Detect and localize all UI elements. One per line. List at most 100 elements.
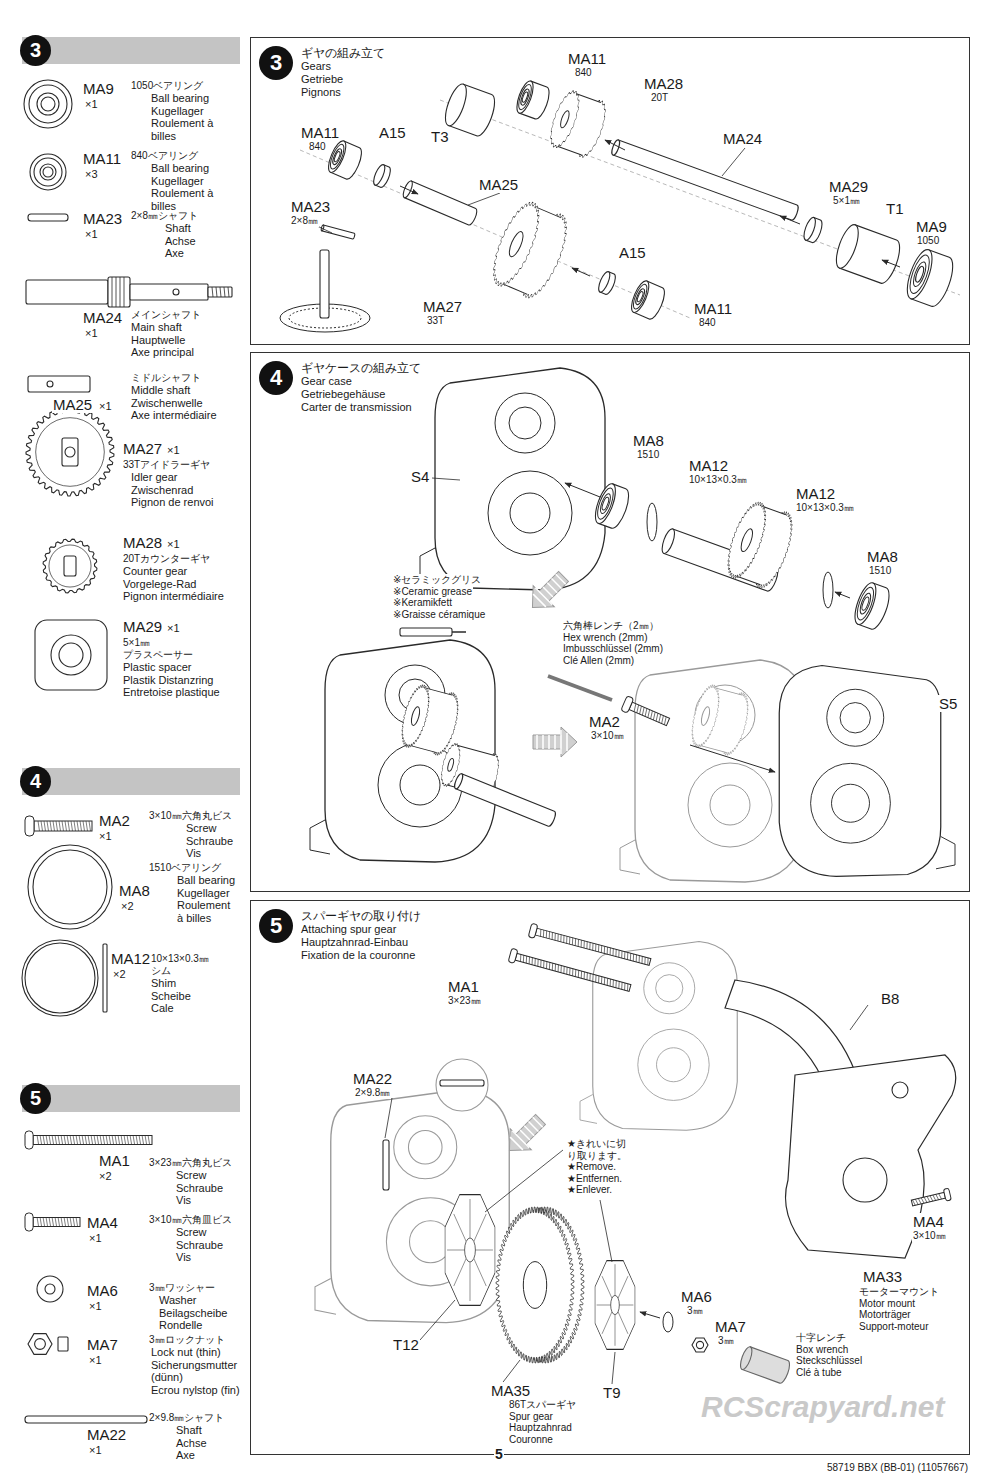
part-drawing — [911, 1192, 945, 1206]
label-group: メインシャフト — [130, 309, 202, 321]
label-group: 1050ベアリング — [130, 80, 204, 92]
part-text: Pignon intermédiaire — [122, 590, 240, 603]
part-text: 1510 — [868, 565, 892, 577]
label-group: Ball bearingKugellagerRoulement à billes — [150, 92, 242, 143]
part-drawing — [835, 592, 850, 598]
part-text: Vis — [175, 1194, 192, 1207]
part-drawing — [634, 288, 646, 306]
part-text: 840 — [698, 317, 717, 329]
part-drawing — [400, 628, 452, 636]
part-drawing — [633, 704, 668, 725]
part-drawing — [130, 284, 208, 300]
part-text: ×2 — [112, 968, 127, 981]
part-drawing — [64, 556, 76, 576]
part-drawing — [601, 496, 610, 510]
label-group: MA11 — [82, 150, 122, 167]
part-text: 33Tアイドラーギヤ — [122, 459, 211, 471]
part-drawing — [522, 566, 574, 618]
part-drawing — [657, 1048, 691, 1082]
label-group: 3×23㎜六角丸ビス — [148, 1157, 242, 1169]
part-text: Scheibe — [150, 990, 192, 1003]
part-text: ※Keramikfett — [392, 597, 453, 609]
label-group: MA25 — [478, 176, 519, 193]
part-drawing — [840, 703, 870, 733]
part-text: Couronne — [508, 1434, 554, 1446]
part-text: Roulement à billes — [150, 117, 242, 142]
part-drawing — [420, 548, 440, 582]
part-text: Ball bearing — [176, 874, 240, 887]
part-code: MA4 — [86, 1214, 119, 1231]
label-group: A15 — [378, 124, 407, 141]
part-code: MA12 — [688, 457, 729, 474]
label-group: MA11 — [693, 300, 733, 317]
part-code: S4 — [410, 468, 430, 485]
part-text: Achse — [164, 235, 197, 248]
part-drawing — [882, 260, 900, 267]
label-group: 3×10㎜六角丸ビス — [148, 810, 242, 822]
part-drawing — [40, 164, 56, 180]
label-group: ミドルシャフト — [130, 372, 202, 384]
part-code: MA9 — [915, 218, 948, 235]
part-code: T12 — [392, 1336, 420, 1353]
label-group: MA12 — [795, 485, 836, 502]
part-drawing — [320, 250, 329, 318]
part-drawing — [24, 80, 72, 128]
part-code: MA2 — [98, 812, 131, 829]
part-drawing — [628, 279, 652, 315]
step-title: Getriebegehäuse — [301, 388, 385, 401]
part-text: Middle shaft — [130, 384, 240, 397]
part-drawing — [22, 940, 98, 1016]
part-drawing — [647, 503, 657, 541]
label-group: Plastic spacerPlastik DistanzringEntreto… — [122, 661, 240, 699]
part-text: 十字レンチ — [795, 1332, 847, 1344]
part-drawing — [484, 197, 548, 292]
part-text: 5×1㎜ — [122, 637, 151, 649]
label-group: 3×23㎜ — [447, 995, 482, 1007]
part-drawing — [858, 592, 873, 615]
part-drawing — [521, 91, 528, 103]
part-text: 3×10㎜ — [590, 730, 625, 742]
part-drawing — [371, 163, 387, 186]
part-text: Box wrench — [795, 1344, 849, 1356]
label-group: ×1 — [84, 327, 99, 340]
part-drawing — [690, 745, 775, 772]
part-drawing — [25, 1213, 33, 1231]
label-group: 3㎜ロックナット（薄） — [148, 1334, 242, 1357]
part-drawing — [519, 88, 530, 106]
label-group: 840ベアリング — [130, 150, 199, 162]
part-drawing — [58, 1337, 68, 1351]
part-drawing — [43, 167, 53, 177]
part-drawing — [738, 1345, 754, 1370]
part-text: シム — [150, 965, 172, 977]
part-drawing — [36, 418, 105, 487]
part-drawing — [696, 1341, 703, 1348]
label-group: MA12 — [688, 457, 729, 474]
part-drawing — [328, 143, 347, 171]
part-text: Rondelle — [158, 1319, 203, 1332]
step-title: ギヤケースの組み立て — [301, 361, 421, 375]
label-group: MA35 — [490, 1382, 531, 1399]
part-code: MA7 — [86, 1336, 119, 1353]
part-drawing — [739, 527, 755, 552]
part-drawing — [25, 816, 92, 836]
part-drawing — [523, 1262, 546, 1309]
part-code: MA23 — [290, 198, 331, 215]
part-drawing — [33, 1136, 152, 1145]
part-text: Counter gear — [122, 565, 240, 578]
part-drawing — [906, 253, 933, 296]
step-header-bar: 3 — [22, 37, 240, 64]
part-drawing — [59, 643, 83, 667]
part-drawing — [861, 596, 870, 611]
label-group: 3㎜ — [686, 1305, 704, 1317]
step-title: Getriebe — [301, 73, 343, 86]
part-drawing — [124, 277, 125, 307]
part-drawing — [638, 1029, 709, 1100]
label-group: MA27 — [122, 440, 163, 457]
part-code: MA29 — [122, 618, 163, 635]
label-group: ★きれいに切り取ります。★Remove.★Entfernen.★Enlever. — [566, 1138, 628, 1196]
part-drawing — [37, 1136, 150, 1145]
part-drawing — [33, 1218, 80, 1227]
part-text: 六角棒レンチ（2㎜） — [562, 620, 660, 632]
part-text: ×1 — [166, 622, 181, 635]
